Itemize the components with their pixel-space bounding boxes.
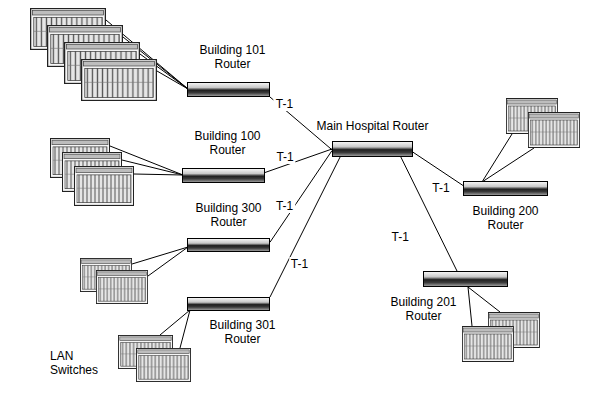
switch-wire <box>180 310 190 348</box>
lan-switch <box>528 113 579 148</box>
router-caption: Main Hospital Router <box>316 119 428 133</box>
switch-wire <box>132 247 188 264</box>
lan-switch <box>462 327 513 362</box>
router-device: Building 200 Router <box>463 181 548 196</box>
link-label: T-1 <box>274 97 295 111</box>
switch-wire <box>148 247 188 276</box>
switch-wire <box>134 174 183 175</box>
t1-link <box>270 151 332 243</box>
t1-link <box>265 149 332 173</box>
link-label: T-1 <box>274 199 295 213</box>
router-caption: Building 200 Router <box>466 204 546 232</box>
router-caption: Building 100 Router <box>188 129 268 157</box>
router-device: Building 100 Router <box>182 168 265 183</box>
switch-wire <box>482 134 512 182</box>
t1-link <box>270 157 340 297</box>
switch-wire <box>468 287 472 326</box>
lan-switch <box>136 348 190 381</box>
link-label: T-1 <box>274 150 295 164</box>
switch-wire <box>482 148 534 182</box>
link-label: T-1 <box>389 230 410 244</box>
lan-switch <box>96 270 147 303</box>
link-label: T-1 <box>289 257 310 271</box>
router-device: Building 300 Router <box>187 238 270 252</box>
switch-wire <box>160 310 190 335</box>
router-caption: Building 300 Router <box>189 201 269 229</box>
switch-wire <box>468 287 500 312</box>
link-label: T-1 <box>430 181 451 195</box>
router-device: Main Hospital Router <box>332 141 413 157</box>
router-device: Building 201 Router <box>423 271 508 287</box>
router-caption: Building 101 Router <box>193 43 273 71</box>
lan-switch <box>82 60 157 101</box>
lan-switches <box>31 9 580 382</box>
lan-switch <box>75 167 134 206</box>
router-device: Building 301 Router <box>187 297 270 311</box>
router-caption: Building 201 Router <box>384 295 464 323</box>
switch-wire <box>157 71 188 89</box>
t1-link <box>401 157 457 271</box>
legend-note: LAN Switches <box>50 349 102 377</box>
router-device: Building 101 Router <box>187 82 270 97</box>
router-caption: Building 301 Router <box>203 318 283 346</box>
